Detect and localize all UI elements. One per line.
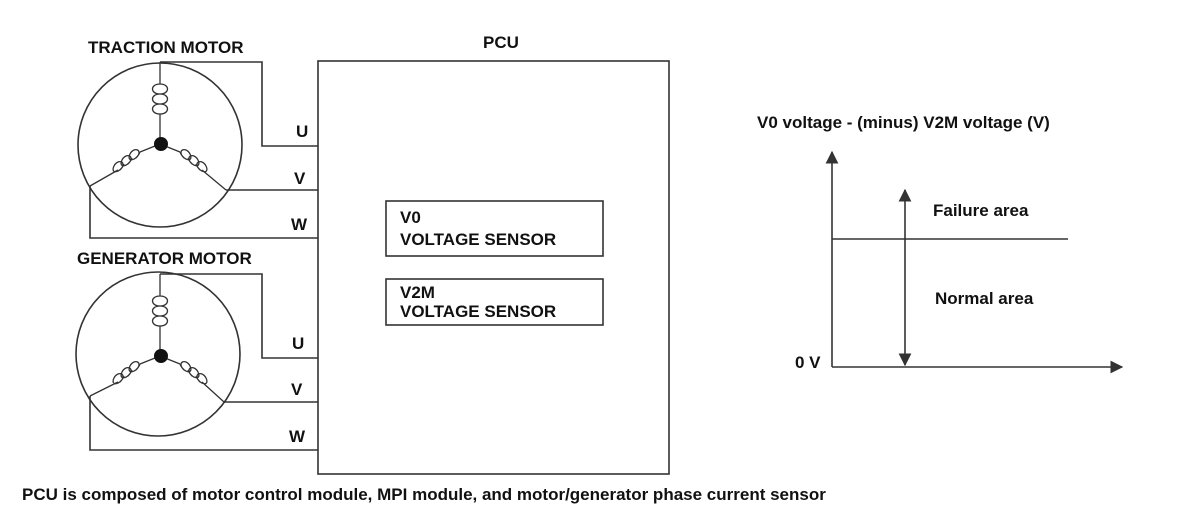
- pcu-unit: PCU V0 VOLTAGE SENSOR V2M VOLTAGE SENSOR: [317, 33, 670, 475]
- generator-motor-lead-w: [89, 396, 318, 451]
- traction-motor-terminal-u: U: [296, 122, 308, 141]
- traction-motor-winding-u: [151, 62, 169, 144]
- traction-motor-winding-v: [159, 143, 227, 191]
- generator-motor-title: GENERATOR MOTOR: [77, 249, 252, 268]
- generator-motor-lead-u: [160, 273, 318, 359]
- traction-motor-terminal-w: W: [291, 215, 308, 234]
- generator-motor: GENERATOR MOTOR U V W: [75, 249, 318, 451]
- graph-failure-area-label: Failure area: [933, 201, 1029, 220]
- generator-motor-winding-v: [159, 355, 225, 403]
- v0-voltage-sensor: V0 VOLTAGE SENSOR: [385, 200, 604, 257]
- generator-motor-neutral-point: [154, 349, 168, 363]
- generator-motor-terminal-u: U: [292, 334, 304, 353]
- graph-normal-area-label: Normal area: [935, 289, 1034, 308]
- traction-motor-terminal-v: V: [294, 169, 306, 188]
- pcu-box: [317, 60, 670, 475]
- v2m-voltage-sensor: V2M VOLTAGE SENSOR: [385, 278, 604, 326]
- generator-motor-terminal-w: W: [289, 427, 306, 446]
- v0-sensor-type: VOLTAGE SENSOR: [400, 230, 556, 249]
- pcu-title: PCU: [483, 33, 519, 52]
- traction-motor: TRACTION MOTOR U V W: [77, 38, 318, 239]
- v2m-sensor-box: [385, 278, 604, 326]
- traction-motor-neutral-point: [154, 137, 168, 151]
- v2m-sensor-type: VOLTAGE SENSOR: [400, 302, 556, 321]
- diagram-caption: PCU is composed of motor control module,…: [22, 485, 826, 504]
- generator-motor-winding-u: [151, 274, 169, 356]
- traction-motor-lead-w: [89, 186, 318, 239]
- traction-motor-title: TRACTION MOTOR: [88, 38, 244, 57]
- generator-motor-winding-w: [89, 355, 161, 397]
- judgement-graph: V0 voltage - (minus) V2M voltage (V) Fai…: [757, 113, 1124, 374]
- v0-sensor-box: [385, 200, 604, 257]
- graph-zero-label: 0 V: [795, 353, 821, 372]
- v0-sensor-name: V0: [400, 208, 421, 227]
- traction-motor-winding-w: [89, 143, 161, 187]
- generator-motor-housing: [75, 271, 241, 437]
- generator-motor-terminal-v: V: [291, 380, 303, 399]
- graph-y-axis-label: V0 voltage - (minus) V2M voltage (V): [757, 113, 1050, 132]
- traction-motor-lead-u: [160, 61, 318, 147]
- v2m-sensor-name: V2M: [400, 283, 435, 302]
